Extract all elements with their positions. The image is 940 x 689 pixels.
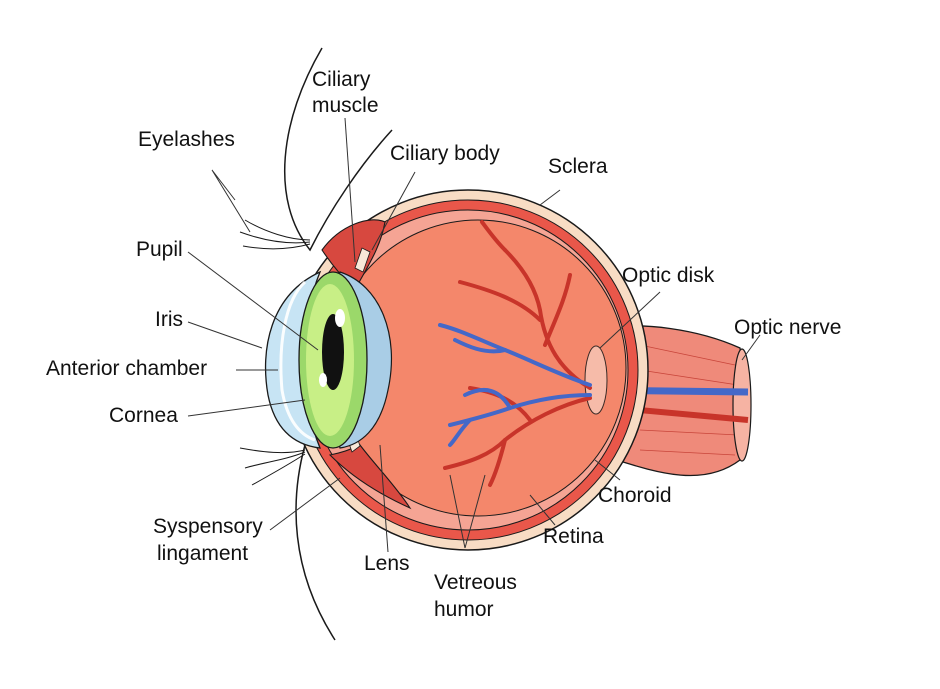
label-suspensory-1: Syspensory: [153, 515, 263, 538]
label-iris: Iris: [155, 308, 183, 331]
leader-lines: [187, 117, 761, 553]
label-anterior-chamber: Anterior chamber: [46, 357, 207, 380]
label-eyelashes: Eyelashes: [138, 128, 235, 151]
label-ciliary-muscle-1: Ciliary: [312, 68, 371, 91]
label-choroid: Choroid: [598, 484, 672, 507]
label-cornea: Cornea: [109, 404, 178, 427]
blood-vessels: [438, 220, 592, 487]
label-ciliary-muscle-2: muscle: [312, 94, 379, 117]
label-retina: Retina: [543, 525, 604, 548]
ciliary-body-upper: [321, 219, 386, 291]
label-vitreous-2: humor: [434, 598, 494, 621]
label-suspensory-2: lingament: [157, 542, 248, 565]
label-optic-nerve: Optic nerve: [734, 316, 841, 339]
label-lens: Lens: [364, 552, 410, 575]
pupil: [322, 314, 344, 390]
eyeball: [287, 189, 649, 551]
optic-disk: [584, 345, 608, 415]
label-pupil: Pupil: [136, 238, 183, 261]
label-optic-disk: Optic disk: [622, 264, 715, 287]
ciliary-body-lower: [328, 444, 412, 510]
eyelashes: [239, 219, 311, 486]
label-ciliary-body: Ciliary body: [390, 142, 500, 165]
label-sclera: Sclera: [548, 155, 608, 178]
labels: Ciliary muscle Eyelashes Ciliary body Sc…: [46, 68, 841, 621]
label-vitreous-1: Vetreous: [434, 571, 517, 594]
